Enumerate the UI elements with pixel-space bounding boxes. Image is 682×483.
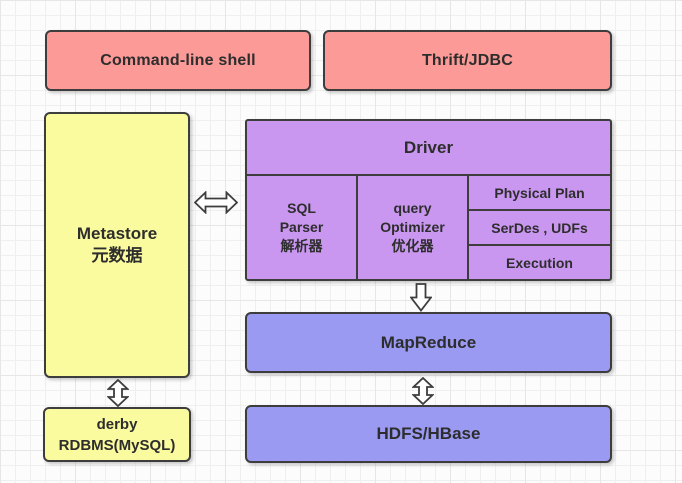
query-optimizer-cell: query Optimizer 优化器: [358, 176, 469, 279]
query-optimizer-line1: query: [393, 200, 432, 216]
query-optimizer-line3: 优化器: [391, 238, 434, 254]
derby-rdbms-box: derby RDBMS(MySQL): [43, 407, 191, 462]
derby-label: derby: [96, 415, 138, 433]
physical-plan-cell: Physical Plan: [469, 176, 610, 211]
thrift-jdbc-label: Thrift/JDBC: [421, 51, 514, 69]
metastore-box: Metastore 元数据: [44, 112, 190, 378]
sql-parser-line1: SQL: [287, 200, 316, 216]
command-line-shell-box: Command-line shell: [45, 30, 311, 91]
hdfs-hbase-label: HDFS/HBase: [376, 424, 481, 443]
sql-parser-line3: 解析器: [280, 238, 323, 254]
driver-right-column: Physical Plan SerDes , UDFs Execution: [469, 176, 610, 279]
execution-label: Execution: [506, 254, 573, 271]
driver-body: SQL Parser 解析器 query Optimizer 优化器 Physi…: [247, 176, 610, 279]
serdes-udfs-cell: SerDes , UDFs: [469, 211, 610, 246]
command-line-shell-label: Command-line shell: [100, 51, 256, 69]
down-arrow-icon: [410, 283, 432, 312]
rdbms-mysql-label: RDBMS(MySQL): [58, 436, 176, 454]
execution-cell: Execution: [469, 246, 610, 279]
physical-plan-label: Physical Plan: [494, 184, 585, 201]
sql-parser-line2: Parser: [279, 219, 324, 235]
metastore-cn-label: 元数据: [91, 246, 143, 265]
sql-parser-cell: SQL Parser 解析器: [247, 176, 358, 279]
driver-header: Driver: [247, 121, 610, 176]
vertical-double-arrow-icon: [107, 379, 129, 407]
driver-box: Driver SQL Parser 解析器 query Optimizer 优化…: [245, 119, 612, 281]
horizontal-double-arrow-icon: [194, 191, 238, 214]
vertical-double-arrow-icon: [412, 377, 434, 405]
thrift-jdbc-box: Thrift/JDBC: [323, 30, 612, 91]
serdes-udfs-label: SerDes , UDFs: [491, 219, 588, 236]
query-optimizer-line2: Optimizer: [380, 219, 445, 235]
metastore-label: Metastore: [76, 224, 158, 243]
hdfs-hbase-box: HDFS/HBase: [245, 405, 612, 463]
mapreduce-box: MapReduce: [245, 312, 612, 373]
driver-label: Driver: [403, 137, 454, 157]
mapreduce-label: MapReduce: [380, 332, 477, 352]
